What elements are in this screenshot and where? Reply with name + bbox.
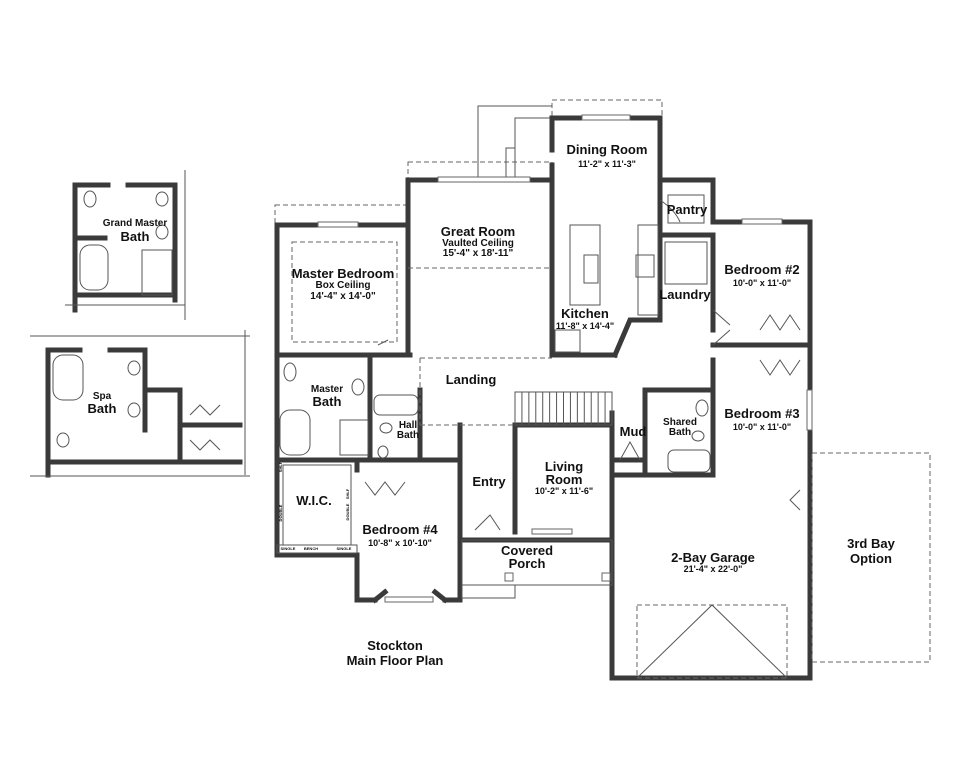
landing-label: Landing [446, 372, 497, 387]
dining-room-label: Dining Room [567, 142, 648, 157]
bedroom-2-size: 10'-0" x 11'-0" [733, 278, 791, 288]
closet-bench-label: BENCH [304, 546, 318, 551]
third-bay-label-2: Option [850, 551, 892, 566]
third-bay-label: 3rd Bay [847, 536, 895, 551]
bedroom-4-size: 10'-8" x 10'-10" [368, 538, 432, 548]
third-bay-outline [811, 452, 931, 663]
garage-size: 21'-4" x 22'-0" [684, 564, 743, 574]
porch-details [461, 539, 613, 599]
walls [274, 115, 813, 681]
kitchen-size: 11'-8" x 14'-4" [556, 321, 614, 331]
kitchen-fixtures [554, 194, 708, 353]
closet-double-label-left: DOUBLE [278, 504, 283, 521]
porch-label: Covered [501, 543, 553, 558]
bath-fixtures [279, 362, 711, 473]
closet-shelf-label-left: SHLF [278, 461, 283, 472]
spa-bath-option [30, 330, 250, 478]
closet-single-label: SINGLE [337, 546, 352, 551]
bedroom-3-size: 10'-0" x 11'-0" [733, 422, 791, 432]
grand-master-bath-label: Grand Master [103, 218, 168, 229]
bedroom-2-label: Bedroom #2 [724, 262, 799, 277]
living-room-size: 10'-2" x 11'-6" [535, 486, 593, 496]
wic-label: W.I.C. [296, 493, 331, 508]
plan-subtitle: Main Floor Plan [347, 653, 444, 668]
bay-window [371, 588, 449, 604]
closet-shelf-label-right: SHLF [345, 488, 350, 499]
living-room-label-2: Room [546, 472, 583, 487]
great-room-label: Great Room [441, 224, 515, 239]
master-bedroom-size: 14'-4" x 14'-0" [310, 291, 376, 302]
entry-label: Entry [472, 474, 506, 489]
pantry-label: Pantry [667, 202, 708, 217]
dining-room-size: 11'-2" x 11'-3" [578, 159, 636, 169]
room-labels: Dining Room 11'-2" x 11'-3" Great Room V… [88, 142, 896, 668]
mud-label: Mud [620, 424, 647, 439]
spa-bath-label-2: Bath [88, 401, 117, 416]
porch-label-2: Porch [509, 556, 546, 571]
shared-bath-label: Shared [663, 417, 697, 428]
laundry-label: Laundry [659, 287, 711, 302]
shared-bath-label-2: Bath [669, 427, 691, 438]
master-bedroom-label: Master Bedroom [292, 266, 395, 281]
master-bath-label: Master [311, 384, 343, 395]
garage-details [636, 489, 801, 679]
kitchen-label: Kitchen [561, 306, 609, 321]
bedroom-3-label: Bedroom #3 [724, 406, 799, 421]
stairs [514, 391, 613, 426]
wic-shelving [276, 464, 358, 554]
grand-master-bath-option [65, 170, 186, 320]
hall-bath-label-2: Bath [397, 430, 419, 441]
hall-bath-label: Hall [399, 420, 418, 431]
closet-single-label: SINGLE [281, 546, 296, 551]
great-room-size: 15'-4" x 18'-11" [443, 248, 514, 259]
spa-bath-label: Spa [93, 391, 112, 402]
master-bedroom-note: Box Ceiling [315, 280, 370, 291]
plan-title: Stockton [367, 638, 423, 653]
bedroom-4-label: Bedroom #4 [362, 522, 438, 537]
master-bath-label-2: Bath [313, 394, 342, 409]
grand-master-bath-label-2: Bath [121, 229, 150, 244]
garage-label: 2-Bay Garage [671, 550, 755, 565]
great-room-note: Vaulted Ceiling [442, 238, 514, 249]
closet-double-label-right: DOUBLE [345, 503, 350, 520]
box-ceiling [291, 241, 398, 343]
doors [364, 199, 801, 531]
living-room-label: Living [545, 459, 583, 474]
windows [317, 114, 813, 603]
